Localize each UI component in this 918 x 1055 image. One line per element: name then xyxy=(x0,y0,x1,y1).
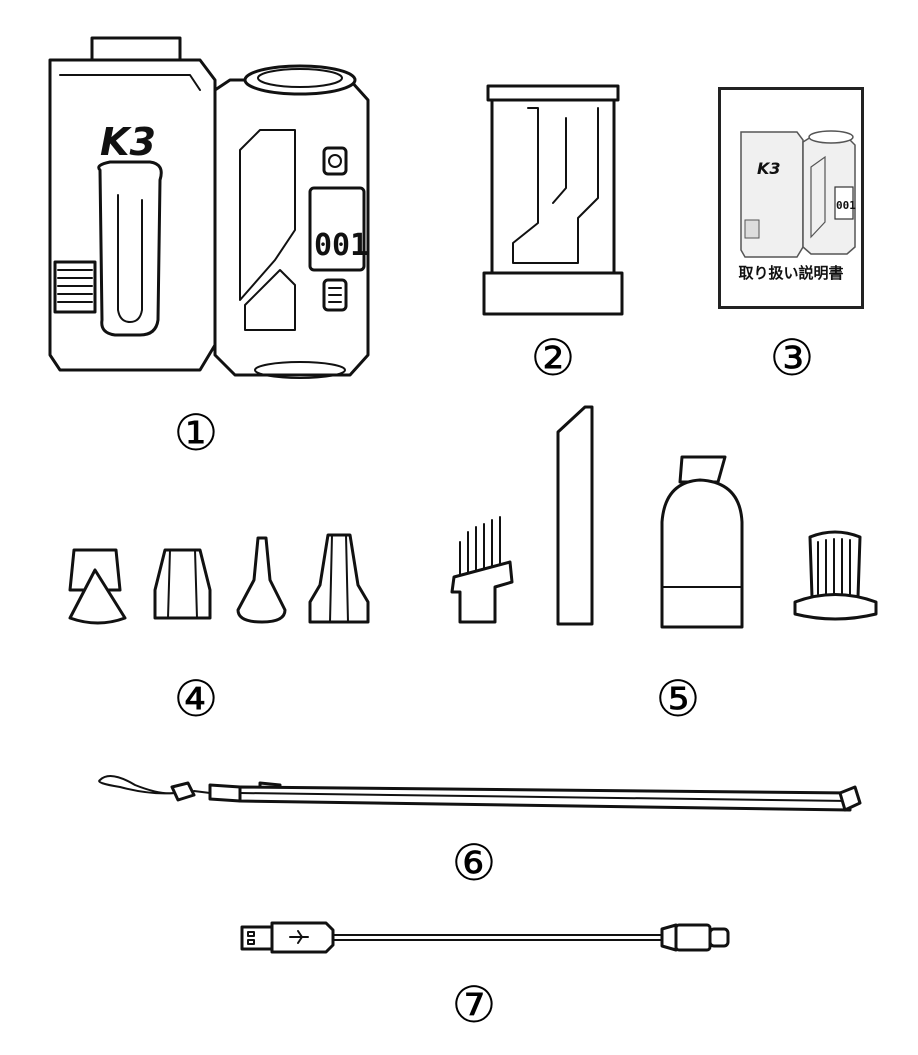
wide-nozzle xyxy=(68,548,127,625)
item-marker-6: ⑥ xyxy=(451,834,497,892)
usb-cable-illustration xyxy=(238,915,738,960)
needle-nozzle xyxy=(236,536,287,624)
item-marker-5: ⑤ xyxy=(655,670,701,728)
item-marker-3: ③ xyxy=(769,329,815,387)
hepa-filter xyxy=(793,530,878,621)
brush-attachment xyxy=(450,516,514,624)
main-unit-illustration: K3 001 xyxy=(40,30,380,390)
vacuum-attachments-illustration xyxy=(440,402,890,632)
lanyard-illustration xyxy=(90,765,870,835)
usb-c-plug xyxy=(660,923,730,952)
battery-cover-illustration xyxy=(478,78,628,323)
crevice-tool xyxy=(556,405,594,626)
dust-cup xyxy=(660,455,744,629)
manual-cover-display: 001 xyxy=(836,199,856,212)
instruction-manual-illustration: K3 001 取り扱い説明書 xyxy=(718,87,864,309)
cone-nozzle xyxy=(308,533,370,624)
nozzle-set-illustration xyxy=(60,530,380,630)
item-marker-4: ④ xyxy=(173,670,219,728)
manual-cover-logo: K3 xyxy=(757,159,781,178)
item-marker-1: ① xyxy=(173,404,219,462)
main-unit-logo: K3 xyxy=(100,120,156,164)
item-marker-7: ⑦ xyxy=(451,976,497,1034)
usb-a-plug xyxy=(240,921,335,954)
hex-nozzle xyxy=(153,548,212,620)
item-marker-2: ② xyxy=(530,329,576,387)
main-unit-display: 001 xyxy=(314,228,368,263)
manual-title: 取り扱い説明書 xyxy=(738,264,844,282)
